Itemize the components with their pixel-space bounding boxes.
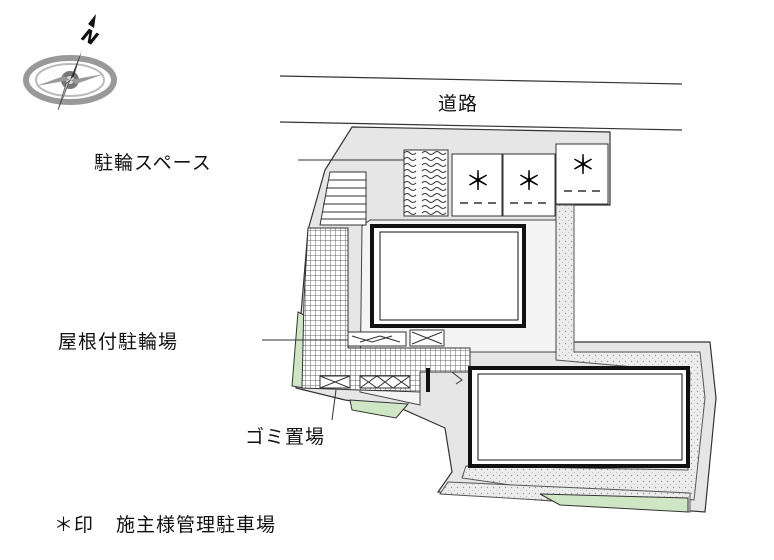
legend-mark: ＊印	[54, 514, 95, 536]
greenery-southeast	[539, 493, 689, 513]
bicycle-space-label: 駐輪スペース	[94, 152, 212, 174]
bicycle-space-area	[403, 149, 449, 217]
legend-text: 施主様管理駐車場	[116, 514, 277, 536]
garbage-area-label: ゴミ置場	[245, 426, 326, 448]
parking-spaces: ＊ ＊ ＊	[451, 143, 609, 217]
parking-mark-3: ＊	[570, 151, 596, 181]
compass-icon	[23, 14, 117, 111]
building-south	[468, 366, 690, 468]
leader-garbage	[331, 389, 337, 421]
greenery-south	[349, 399, 410, 419]
road-edge-south	[279, 121, 683, 131]
covered-bicycle-parking-area	[301, 227, 471, 393]
road-label: 道路	[438, 93, 479, 115]
covered-bicycle-parking-label: 屋根付駐輪場	[58, 331, 179, 353]
parking-mark-2: ＊	[516, 167, 542, 197]
garbage-bins	[319, 368, 463, 392]
building-north	[370, 224, 526, 328]
stairs	[319, 171, 367, 226]
bicycle-racks	[347, 329, 445, 347]
parking-space-3	[555, 143, 609, 205]
parking-space-2	[502, 153, 556, 217]
parking-space-1	[451, 153, 503, 217]
legend: ＊印施主様管理駐車場	[54, 510, 276, 537]
parking-mark-1: ＊	[465, 167, 491, 197]
road-edge-north	[279, 75, 683, 85]
